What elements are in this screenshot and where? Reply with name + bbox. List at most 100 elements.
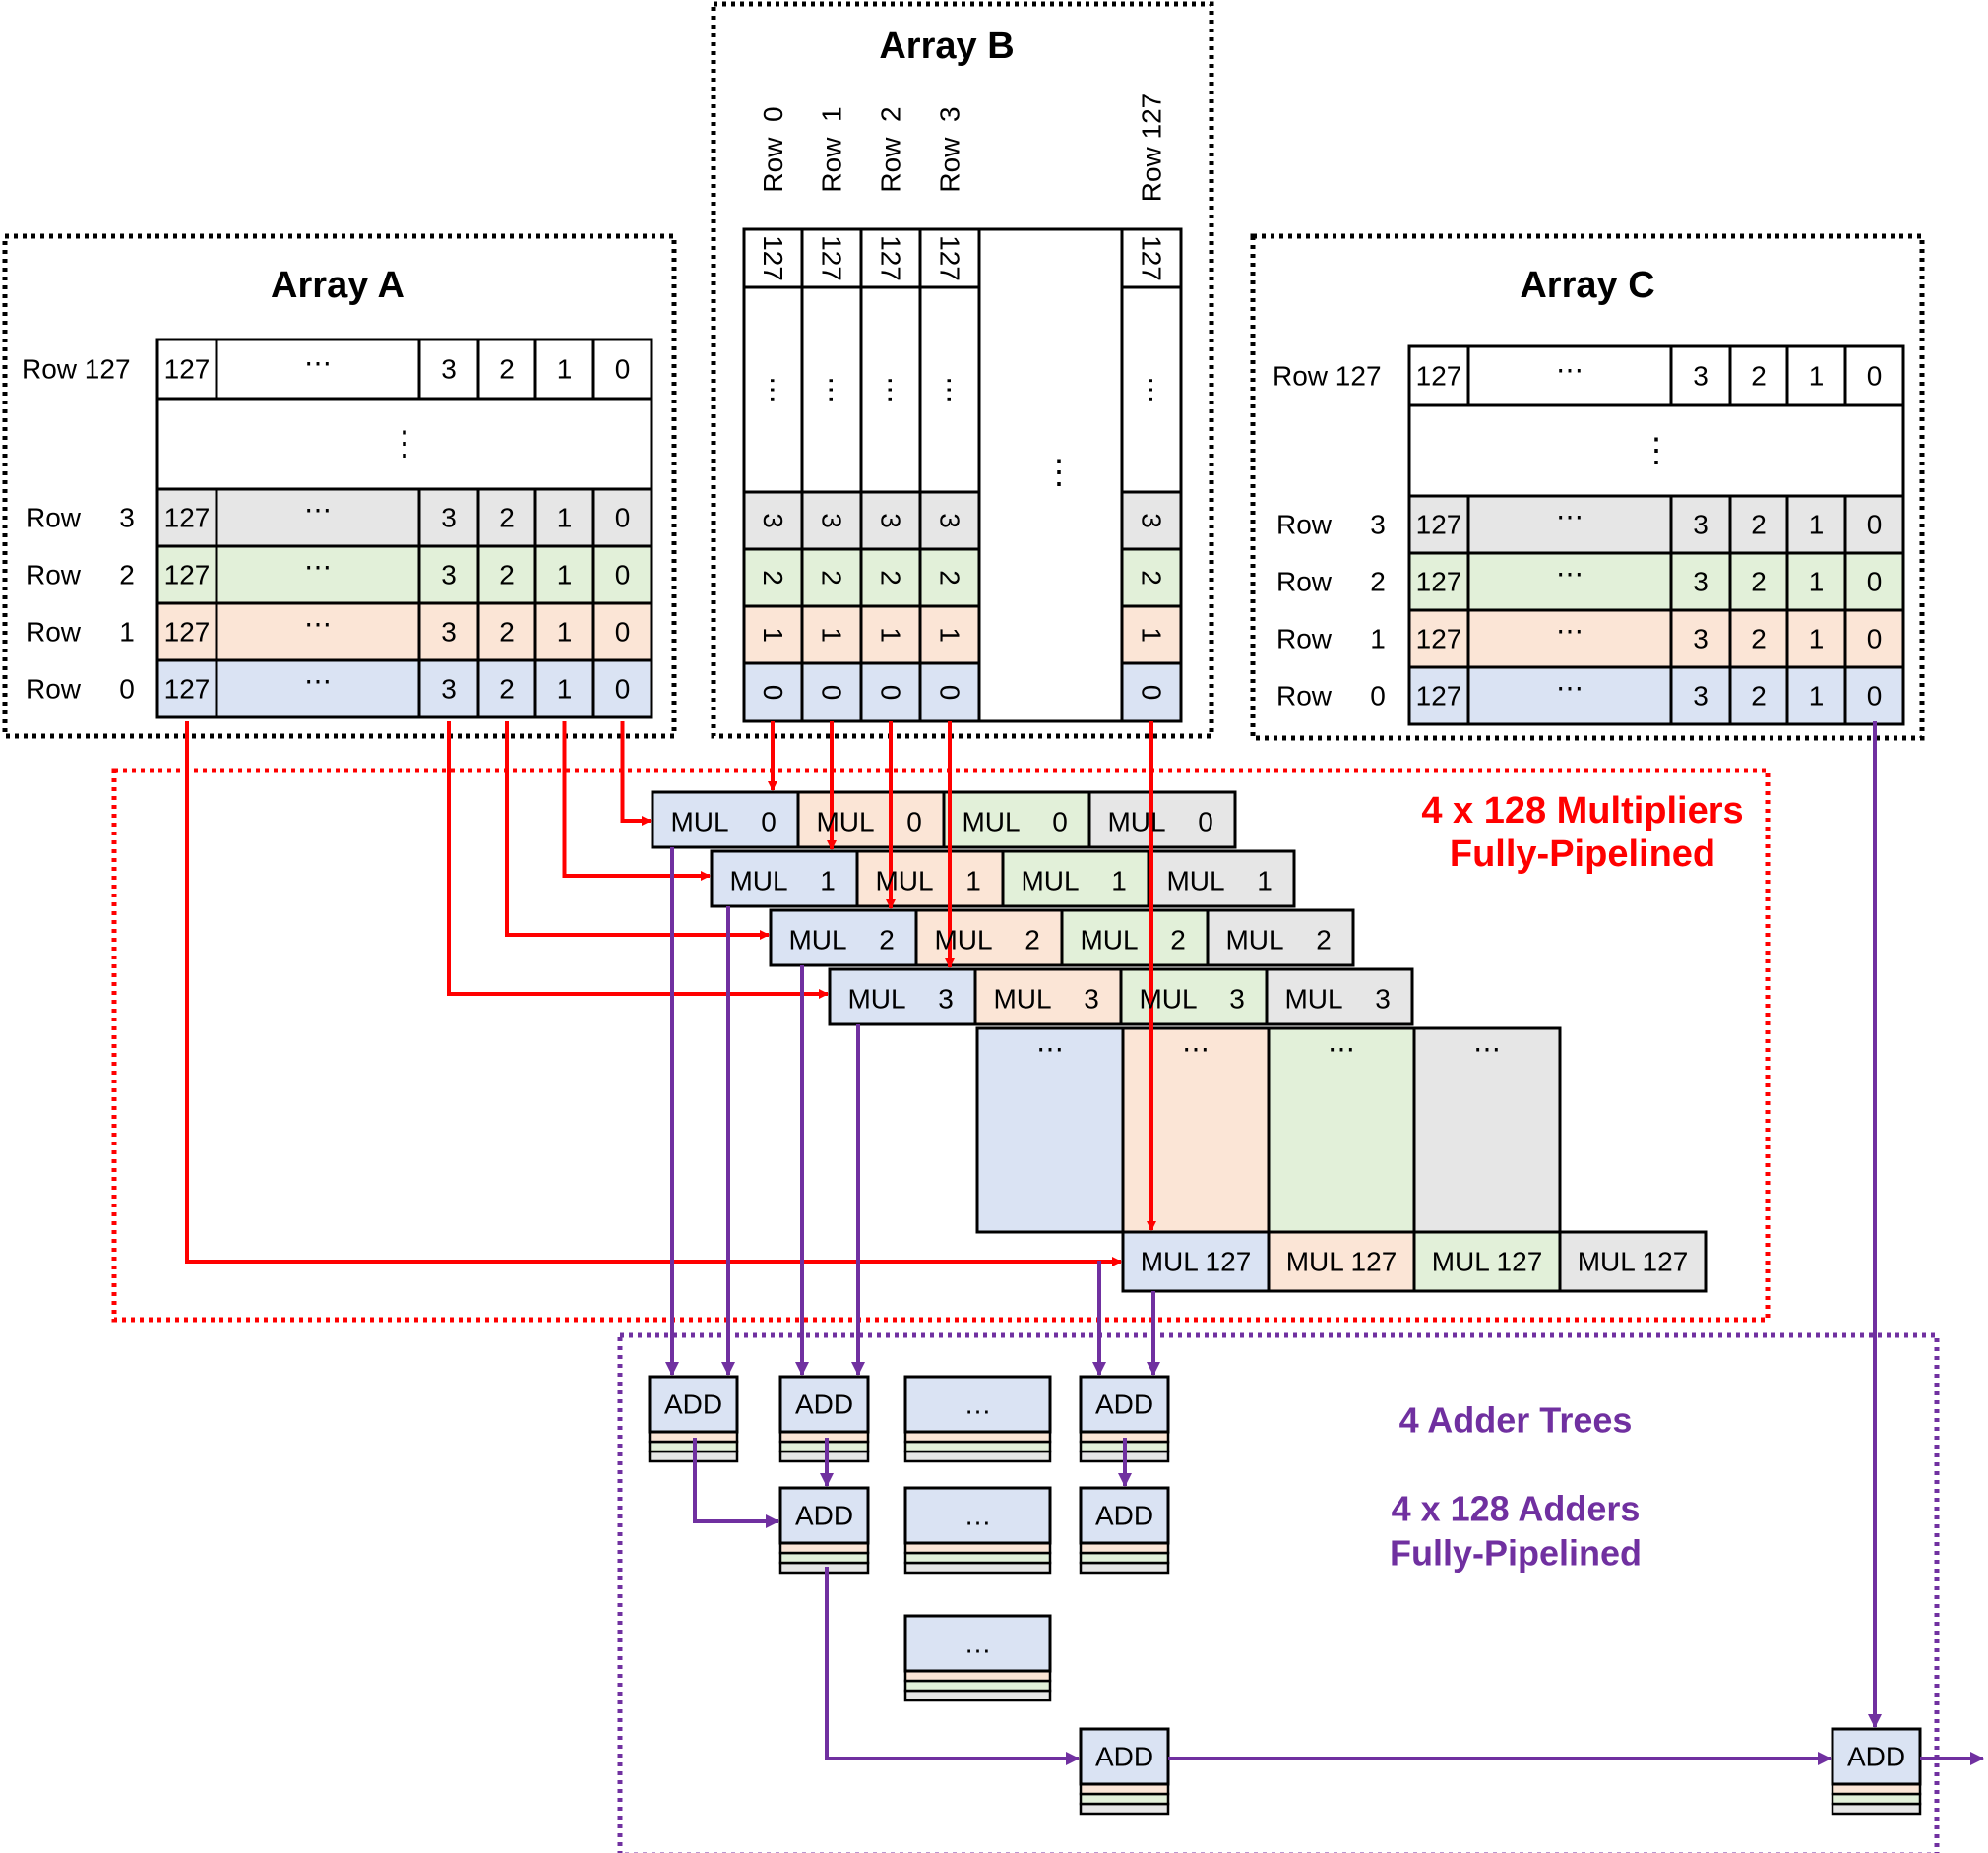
array-c-cell — [1843, 551, 1905, 612]
array-a-cell-label: 127 — [164, 617, 211, 648]
array-a-cell-label: 2 — [499, 674, 515, 705]
array-c-cell-label: 127 — [1416, 361, 1462, 392]
multiplier-last-label: MUL 127 — [1141, 1247, 1252, 1277]
array-a-cell — [155, 338, 218, 401]
array-a-cell-label: 3 — [441, 617, 457, 648]
multiplier-last-label: MUL 127 — [1286, 1247, 1398, 1277]
array-c-cell-label: 127 — [1416, 681, 1462, 711]
array-c-cell — [1407, 494, 1470, 555]
array-a-cell-label: 3 — [441, 674, 457, 705]
multiplier-label: MUL — [788, 925, 846, 956]
array-b-column-label: Row 127 — [1137, 93, 1167, 203]
adder-label: ADD — [664, 1390, 722, 1420]
array-b-cell — [859, 227, 922, 289]
array-a-row-number: 0 — [119, 674, 135, 705]
multiplier-label: MUL — [816, 807, 874, 837]
array-b-cell-label: 3 — [1137, 513, 1167, 528]
multiplier-cell — [973, 967, 1123, 1026]
array-c-cell-label: 3 — [1693, 567, 1708, 597]
array-b-cell — [1120, 604, 1183, 665]
adder-subtitle-2: Fully-Pipelined — [1390, 1533, 1642, 1574]
adder-ellipsis-label: … — [964, 1501, 992, 1531]
adder-ellipsis-layer — [903, 1561, 1052, 1575]
multiplier-cell — [1119, 967, 1269, 1026]
adder-label: ADD — [1095, 1390, 1153, 1420]
multiplier-continuation-ellipsis: ⋯ — [1473, 1034, 1501, 1065]
array-a-cell — [533, 544, 595, 605]
array-b-cell-label: ⋯ — [876, 376, 906, 403]
array-c-row-word: Row — [1276, 567, 1333, 597]
multiplier-cell — [1121, 1230, 1271, 1293]
array-c-cell-label: 1 — [1809, 681, 1825, 711]
array-b-column-label: Row 1 — [817, 106, 847, 192]
array-a-row-number: 3 — [119, 503, 135, 533]
array-a-cell-label: ⋯ — [304, 666, 332, 697]
array-b-cell — [800, 661, 863, 723]
array-b-cell-label: 2 — [935, 570, 965, 586]
arrow-a-row-2 — [505, 721, 770, 940]
array-b-cell-label: 127 — [935, 235, 965, 281]
array-b-cell-label: 1 — [817, 627, 847, 643]
array-b-cell-label: ⋯ — [758, 376, 788, 403]
array-a-row-number: 2 — [119, 560, 135, 590]
multiplier-index: 1 — [820, 866, 836, 896]
array-a-cell-label: 0 — [615, 503, 631, 533]
multiplier-cell — [1265, 967, 1414, 1026]
array-b-cell-label: ⋯ — [817, 376, 847, 403]
adder-layer — [1831, 1802, 1922, 1816]
array-b-column-label: Row 0 — [758, 106, 788, 192]
adder-layer — [1079, 1792, 1170, 1806]
array-a-row-label: Row 127 — [22, 354, 131, 385]
array-b-cell-label: 1 — [1137, 627, 1167, 643]
array-c-cell-label: 3 — [1693, 510, 1708, 540]
array-a-cell — [533, 658, 595, 719]
multiplier-last-label: MUL 127 — [1432, 1247, 1543, 1277]
array-b-cell-label: 127 — [876, 235, 906, 281]
array-a-cell-label: 0 — [615, 354, 631, 385]
array-a-cell-label: 0 — [615, 560, 631, 590]
array-a-cell — [155, 601, 218, 662]
adder-ellipsis — [903, 1375, 1052, 1434]
adder-label: ADD — [1847, 1742, 1905, 1772]
adder-layer — [778, 1440, 870, 1453]
adder-layer — [1079, 1551, 1170, 1565]
array-c-row-label: Row 127 — [1273, 361, 1382, 392]
array-a-row-word: Row — [26, 503, 82, 533]
array-a-cell-label: 2 — [499, 503, 515, 533]
multiplier-continuation — [975, 1026, 1125, 1234]
adder-label: ADD — [795, 1390, 853, 1420]
multiplier-index: 1 — [1111, 866, 1127, 896]
array-b-cell — [918, 227, 981, 289]
array-c-cell-label: ⋯ — [1556, 559, 1584, 589]
array-a-cell-label: ⋯ — [304, 495, 332, 525]
array-a-cell-label: 1 — [557, 617, 573, 648]
array-c-cell — [1466, 665, 1673, 726]
adder-label: ADD — [1095, 1742, 1153, 1772]
array-b-cell-label: ⋯ — [935, 376, 965, 403]
array-b-cell-label: 2 — [758, 570, 788, 586]
array-b-cell — [1120, 661, 1183, 723]
adder — [648, 1375, 739, 1434]
array-c-cell-label: 127 — [1416, 510, 1462, 540]
multiplier-label: MUL — [875, 866, 933, 896]
array-b-cell-label: 127 — [1137, 235, 1167, 281]
array-c-row-word: Row — [1276, 681, 1333, 711]
array-b-cell — [859, 604, 922, 665]
array-b-cell — [1120, 227, 1183, 289]
multiplier-index: 1 — [1257, 866, 1273, 896]
array-b-cell-label: 0 — [876, 685, 906, 701]
multiplier-cell — [1147, 849, 1296, 908]
array-b-cell — [918, 661, 981, 723]
array-b-cell-label: 3 — [758, 513, 788, 528]
array-c-cell-label: ⋯ — [1556, 502, 1584, 532]
multiplier-cell — [942, 790, 1091, 849]
adder-ellipsis-layer — [903, 1551, 1052, 1565]
multiplier-label: MUL — [1284, 984, 1342, 1015]
arrow-a-row-0 — [620, 721, 652, 826]
multiplier-cell — [828, 967, 977, 1026]
multiplier-cell — [710, 849, 859, 908]
arrow-a-row-3 — [447, 721, 829, 999]
array-b-cell-label: ⋯ — [1137, 376, 1167, 403]
array-c-cell-label: 2 — [1751, 567, 1767, 597]
multiplier-cell — [1206, 908, 1355, 967]
